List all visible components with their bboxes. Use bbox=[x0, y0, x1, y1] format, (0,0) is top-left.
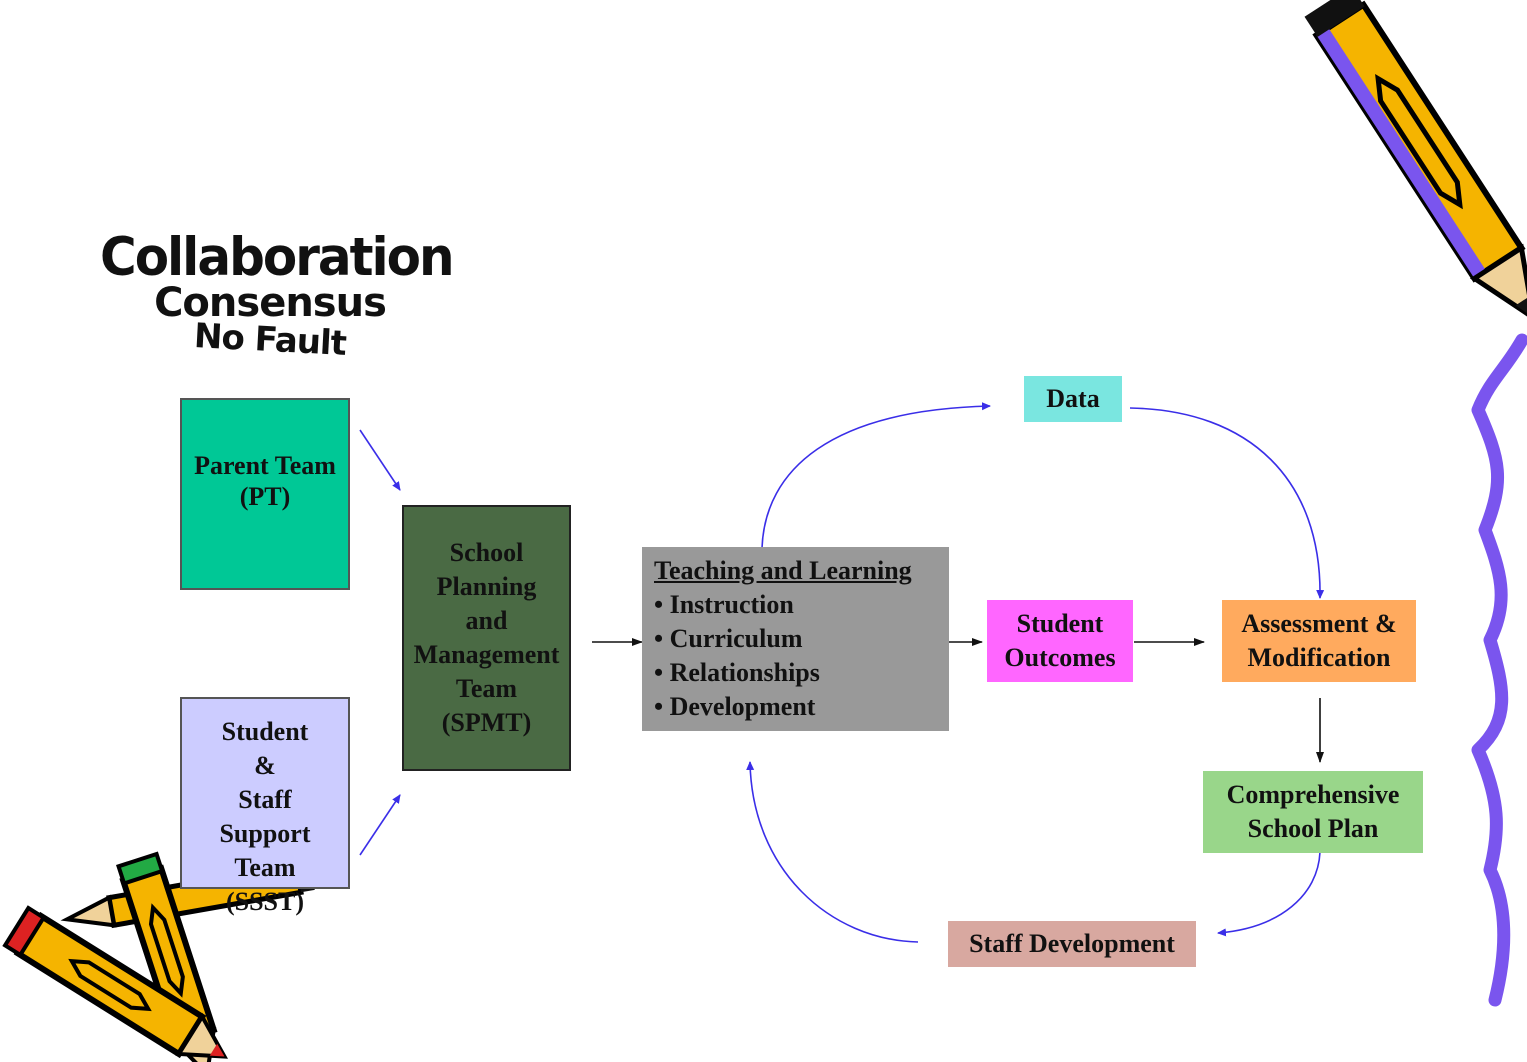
spmt-line: (SPMT) bbox=[441, 708, 532, 737]
sssst-line: & bbox=[254, 751, 276, 780]
teaching-item: • Instruction bbox=[654, 590, 794, 619]
spmt-line: School bbox=[449, 538, 524, 567]
data-box: Data bbox=[1024, 376, 1122, 422]
spmt-line: Planning bbox=[436, 572, 537, 601]
assessment-line-2: Modification bbox=[1247, 643, 1391, 672]
motto-line-1: Collaboration bbox=[100, 226, 455, 288]
teaching-learning-title: Teaching and Learning bbox=[654, 556, 912, 585]
spmt-line: Management bbox=[413, 640, 560, 669]
teaching-item: • Relationships bbox=[654, 658, 820, 687]
arrow-sssst-to-spmt bbox=[359, 794, 401, 856]
sssst-line: Team bbox=[234, 853, 296, 882]
arrow-plan-to-staffdev bbox=[1217, 851, 1321, 937]
sssst-line: Staff bbox=[238, 785, 292, 814]
data-label: Data bbox=[1046, 384, 1100, 414]
spmt-line: and bbox=[465, 606, 508, 635]
parent-team-abbr: (PT) bbox=[239, 482, 291, 512]
arrow-teaching-to-data bbox=[761, 402, 991, 549]
staff-development-box: Staff Development bbox=[948, 921, 1196, 967]
arrow-staffdev-to-teaching bbox=[746, 761, 919, 943]
comprehensive-line-2: School Plan bbox=[1247, 814, 1379, 843]
student-outcomes-line-1: Student bbox=[1016, 609, 1104, 638]
teaching-item: • Curriculum bbox=[654, 624, 803, 653]
sssst-line: Student bbox=[221, 717, 309, 746]
pencil-icon bbox=[1304, 0, 1527, 324]
parent-team-label: Parent Team bbox=[194, 451, 336, 480]
motto-line-2: Consensus bbox=[154, 280, 387, 326]
motto: Collaboration Consensus No Fault bbox=[100, 226, 455, 364]
comprehensive-plan-box: Comprehensive School Plan bbox=[1203, 771, 1423, 853]
parent-team-box: Parent Team (PT) bbox=[180, 398, 350, 590]
student-outcomes-line-2: Outcomes bbox=[1004, 643, 1116, 672]
staff-development-label: Staff Development bbox=[969, 929, 1175, 959]
comprehensive-line-1: Comprehensive bbox=[1226, 780, 1400, 809]
teaching-learning-box: Teaching and Learning • Instruction • Cu… bbox=[642, 547, 949, 731]
spmt-line: Team bbox=[455, 674, 518, 703]
arrow-pt-to-spmt bbox=[359, 429, 401, 491]
assessment-line-1: Assessment & bbox=[1241, 609, 1397, 638]
student-outcomes-box: Student Outcomes bbox=[987, 600, 1133, 682]
arrow-data-to-assessment bbox=[1129, 407, 1325, 599]
squiggle-border bbox=[1471, 333, 1527, 1007]
sssst-line: (SSST) bbox=[225, 887, 305, 916]
sssst-box: Student & Staff Support Team (SSST) bbox=[180, 697, 350, 916]
teaching-item: • Development bbox=[654, 692, 816, 721]
sssst-line: Support bbox=[219, 819, 311, 848]
assessment-box: Assessment & Modification bbox=[1222, 600, 1416, 682]
spmt-box: School Planning and Management Team (SPM… bbox=[402, 505, 571, 771]
